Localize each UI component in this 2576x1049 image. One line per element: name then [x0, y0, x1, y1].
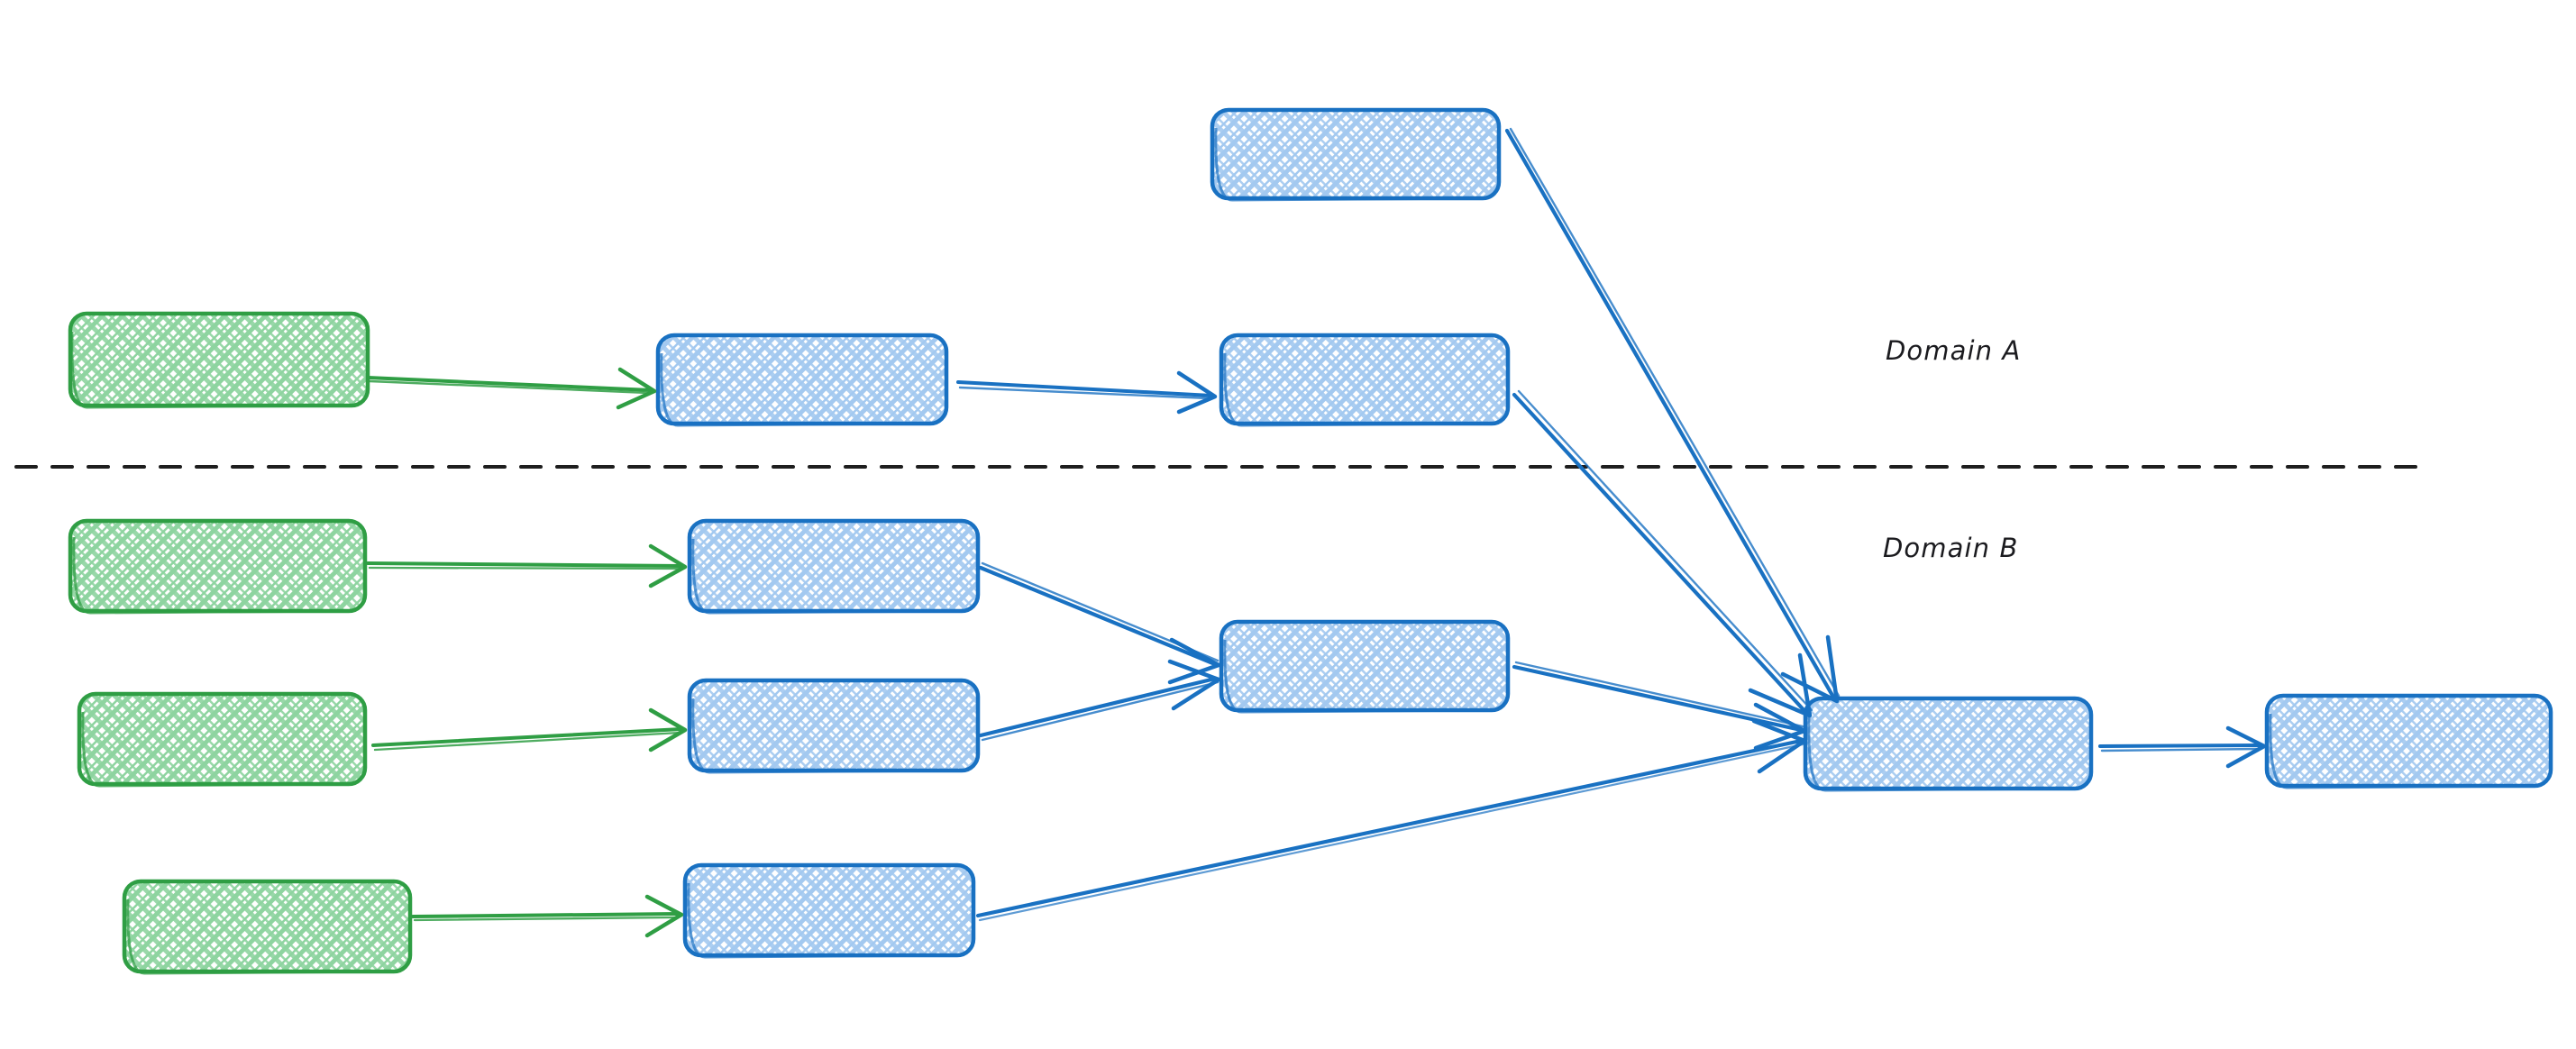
- node-b-proc-1[interactable]: [687, 518, 981, 615]
- node-a-src-1[interactable]: [68, 311, 370, 409]
- node-b-src-1[interactable]: [68, 518, 368, 615]
- edge-a-proc-2-to-b-sink: [1512, 389, 1813, 718]
- edge-b-proc-3-to-b-sink: [975, 718, 1807, 922]
- node-b-merge[interactable]: [1219, 619, 1511, 714]
- node-a-proc-2[interactable]: [1219, 333, 1511, 427]
- node-b-proc-3[interactable]: [682, 862, 976, 959]
- node-b-proc-2[interactable]: [687, 678, 981, 774]
- edge-a-top-to-b-sink: [1504, 127, 1841, 704]
- domain-a-label: Domain A: [1886, 335, 2022, 366]
- edge-b-src-3-to-b-proc-3: [411, 894, 684, 938]
- node-b-src-3[interactable]: [122, 879, 413, 975]
- edge-a-src-1-to-a-proc-1: [366, 367, 657, 410]
- edge-b-sink-to-b-final: [2098, 725, 2267, 769]
- edge-b-src-2-to-b-proc-2: [371, 707, 688, 753]
- node-b-final[interactable]: [2264, 693, 2553, 789]
- edge-b-src-1-to-b-proc-1: [366, 543, 688, 588]
- node-a-proc-1[interactable]: [655, 333, 949, 427]
- node-a-top[interactable]: [1210, 107, 1502, 202]
- node-b-src-2[interactable]: [77, 691, 368, 788]
- edge-b-proc-1-to-b-merge: [978, 561, 1221, 685]
- edge-a-proc-1-to-a-proc-2: [956, 370, 1218, 415]
- edge-b-proc-2-to-b-merge: [978, 659, 1221, 742]
- domain-b-label: Domain B: [1883, 533, 2019, 563]
- node-b-sink[interactable]: [1803, 696, 2094, 792]
- edge-b-merge-to-b-sink: [1512, 661, 1807, 751]
